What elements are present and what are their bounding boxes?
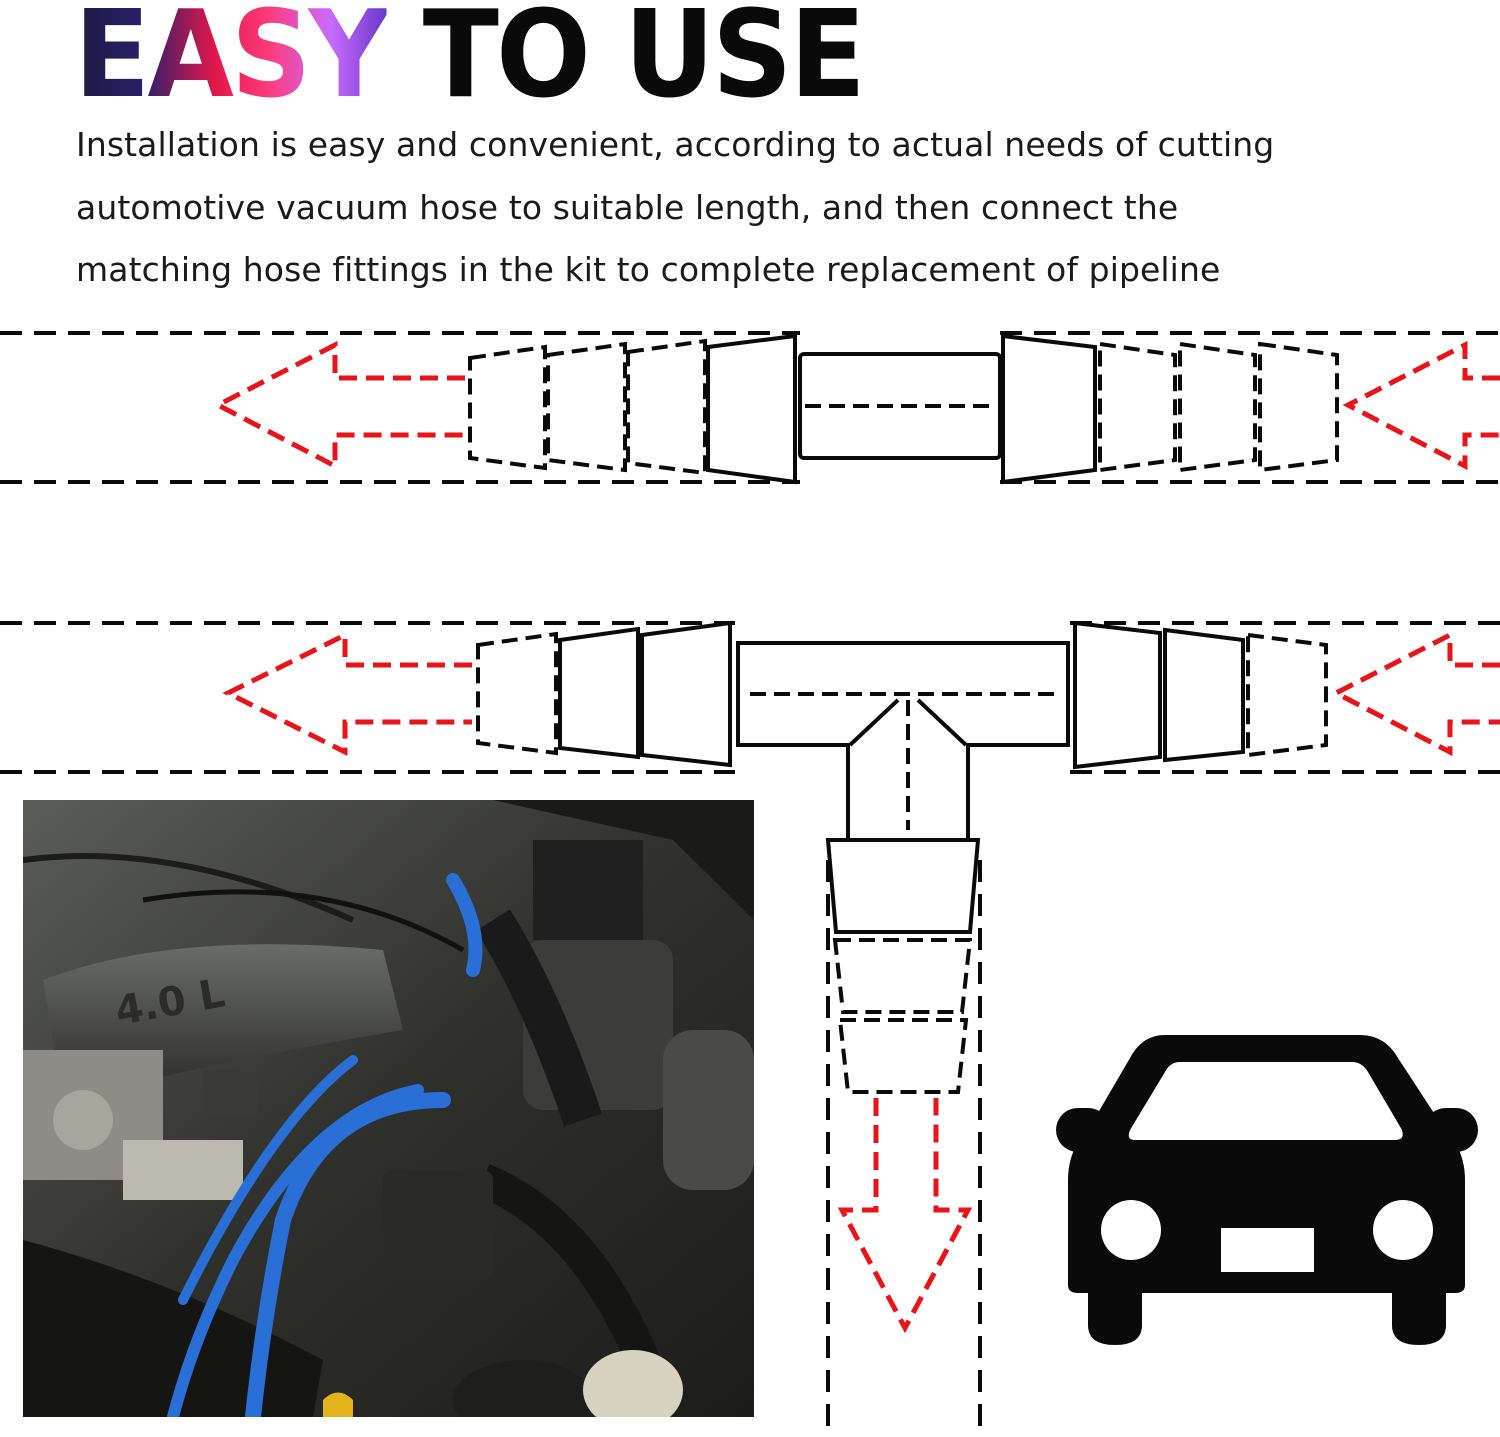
tee-hose-tube <box>0 621 1500 1437</box>
tee-connector-icon <box>476 620 1328 1094</box>
flow-arrow-left-icon <box>1330 630 1500 757</box>
flow-arrow-left-icon <box>1342 340 1500 471</box>
headline-word-to-use: TO USE <box>422 0 866 125</box>
headline: EASY TO USE <box>74 0 866 116</box>
car-front-icon <box>1056 1035 1478 1345</box>
flow-arrow-left-icon <box>222 630 472 757</box>
flow-arrow-down-icon <box>837 1098 973 1334</box>
installation-description: Installation is easy and convenient, acc… <box>76 125 1275 289</box>
engine-bay-photo: 4.0 L <box>23 800 754 1417</box>
engine-bay-illustration: 4.0 L <box>23 800 754 1417</box>
straight-hose-tube <box>0 331 1500 484</box>
flow-arrow-left-icon <box>212 340 465 471</box>
headline-word-easy: EASY <box>74 0 389 125</box>
straight-connector-icon <box>468 333 1339 485</box>
